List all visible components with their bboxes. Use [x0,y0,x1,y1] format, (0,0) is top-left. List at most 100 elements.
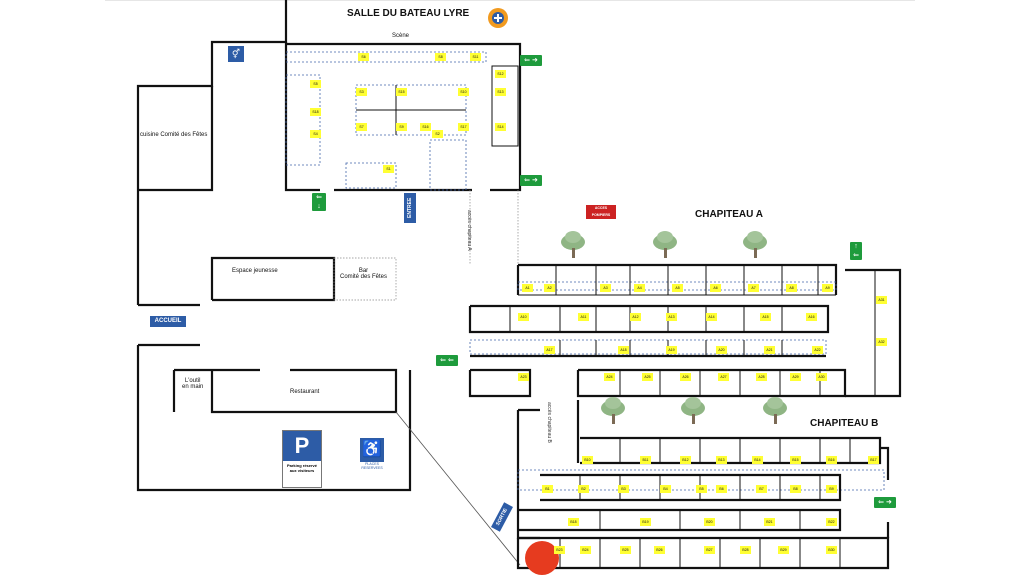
stand-a29[interactable]: A29 [790,373,801,381]
stand-b14[interactable]: B14 [752,456,763,464]
stand-b28[interactable]: B28 [740,546,751,554]
emergency-exit-icon: ⇐ ⇐ [436,355,458,366]
stand-s4[interactable]: S4 [310,130,321,138]
stand-a3[interactable]: A3 [600,284,611,292]
stand-a22[interactable]: A22 [812,346,823,354]
stand-s14[interactable]: S14 [495,123,506,131]
stand-s5[interactable]: S5 [310,80,321,88]
stand-a4[interactable]: A4 [634,284,645,292]
stand-b21[interactable]: B21 [764,518,775,526]
stand-a5[interactable]: A5 [672,284,683,292]
parking-text: Parking réservé aux visiteurs [286,463,318,473]
stand-a23[interactable]: A23 [518,373,529,381]
stand-s7[interactable]: S7 [356,123,367,131]
stand-b10[interactable]: B10 [582,456,593,464]
stand-a8[interactable]: A8 [786,284,797,292]
stand-a1[interactable]: A1 [522,284,533,292]
stand-b1[interactable]: B1 [542,485,553,493]
stand-b11[interactable]: B11 [640,456,651,464]
stand-b7[interactable]: B7 [756,485,767,493]
stand-b20[interactable]: B20 [704,518,715,526]
stand-s1[interactable]: S1 [383,165,394,173]
stand-s2[interactable]: S2 [432,130,443,138]
stand-b2[interactable]: B2 [578,485,589,493]
stand-b8[interactable]: B8 [790,485,801,493]
stand-a11[interactable]: A11 [578,313,589,321]
stand-b9[interactable]: B9 [826,485,837,493]
pompiers-sign: ACCES POMPIERS [586,205,616,219]
tree-icon [560,231,586,260]
emergency-exit-icon: ⇐ ➜ [520,175,542,186]
stand-a2[interactable]: A2 [544,284,555,292]
stand-a7[interactable]: A7 [748,284,759,292]
stand-b4[interactable]: B4 [660,485,671,493]
stand-a14[interactable]: A14 [706,313,717,321]
stand-s9[interactable]: S9 [396,123,407,131]
parking-icon: P [283,431,321,461]
stand-s12[interactable]: S12 [495,70,506,78]
stand-b22[interactable]: B22 [826,518,837,526]
stand-a32[interactable]: A32 [876,338,887,346]
emergency-exit-icon: ⇐ ➜ [874,497,896,508]
stand-a27[interactable]: A27 [718,373,729,381]
tree-icon [652,231,678,260]
stand-b17[interactable]: B17 [868,456,879,464]
access-chapiteau-b-label: accès chapiteau B [546,402,552,443]
stand-b12[interactable]: B12 [680,456,691,464]
stand-b18[interactable]: B18 [568,518,579,526]
stand-s13[interactable]: S13 [495,88,506,96]
stand-a17[interactable]: A17 [544,346,555,354]
stand-s10[interactable]: S10 [458,88,469,96]
chapiteau-b-title: CHAPITEAU B [810,418,879,429]
stand-b26[interactable]: B26 [654,546,665,554]
chapiteau-a-title: CHAPITEAU A [695,209,763,220]
stand-b24[interactable]: B24 [580,546,591,554]
stand-b16[interactable]: B16 [826,456,837,464]
tree-icon [600,397,626,426]
tree-icon [762,397,788,426]
stand-b15[interactable]: B15 [790,456,801,464]
stand-s11[interactable]: S11 [470,53,481,61]
stand-s15[interactable]: S15 [396,88,407,96]
stand-s3[interactable]: S3 [356,88,367,96]
stand-b27[interactable]: B27 [704,546,715,554]
access-chapiteau-a-label: accès chapiteau A [466,210,472,251]
stand-b25[interactable]: B25 [620,546,631,554]
stand-b23[interactable]: B23 [554,546,565,554]
stand-a24[interactable]: A24 [604,373,615,381]
stand-a18[interactable]: A18 [618,346,629,354]
first-aid-logo-icon [488,8,508,28]
stand-a13[interactable]: A13 [666,313,677,321]
stand-a20[interactable]: A20 [716,346,727,354]
stand-a6[interactable]: A6 [710,284,721,292]
stand-a28[interactable]: A28 [756,373,767,381]
stand-b13[interactable]: B13 [716,456,727,464]
stand-a10[interactable]: A10 [518,313,529,321]
stand-s6[interactable]: S6 [358,53,369,61]
stand-a30[interactable]: A30 [816,373,827,381]
scene-label: Scène [392,33,410,39]
handicap-sign: ♿ PLACES RESERVEES [360,438,384,472]
stand-b3[interactable]: B3 [618,485,629,493]
stand-a9[interactable]: A9 [822,284,833,292]
stand-b29[interactable]: B29 [778,546,789,554]
stand-a21[interactable]: A21 [764,346,775,354]
stand-a16[interactable]: A16 [806,313,817,321]
stand-a12[interactable]: A12 [630,313,641,321]
stand-b19[interactable]: B19 [640,518,651,526]
stand-s16[interactable]: S16 [420,123,431,131]
stand-s8[interactable]: S8 [435,53,446,61]
stand-a15[interactable]: A15 [760,313,771,321]
stand-b30[interactable]: B30 [826,546,837,554]
entree-sign: ENTREE [404,193,416,223]
stand-a26[interactable]: A26 [680,373,691,381]
stand-b6[interactable]: B6 [716,485,727,493]
stand-a19[interactable]: A19 [666,346,677,354]
stand-s17[interactable]: S17 [458,123,469,131]
hall-title: SALLE DU BATEAU LYRE [347,8,470,19]
stand-s18[interactable]: S18 [310,108,321,116]
stand-a31[interactable]: A31 [876,296,887,304]
stand-b5[interactable]: B5 [696,485,707,493]
stand-a25[interactable]: A25 [642,373,653,381]
